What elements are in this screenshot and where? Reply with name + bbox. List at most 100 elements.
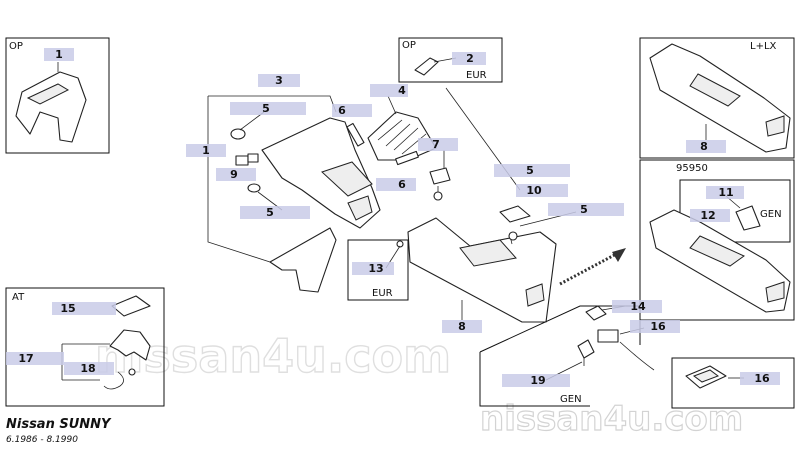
option-box-eur-label: EUR — [372, 288, 393, 299]
option-box-middle-top-note: EUR — [466, 70, 487, 81]
callout-3: 3 — [258, 74, 300, 87]
svg-text:14: 14 — [630, 300, 646, 313]
option-box-gen-bottom-note: GEN — [560, 394, 582, 405]
svg-text:3: 3 — [275, 74, 283, 87]
callout-13: 13 — [352, 262, 394, 275]
part-10-pad — [499, 205, 531, 223]
svg-text:1: 1 — [55, 48, 63, 61]
part-8-gen-tray — [689, 235, 745, 267]
svg-text:5: 5 — [526, 164, 534, 177]
callout-15: 15 — [52, 302, 116, 315]
part-8-gen-vent — [765, 281, 785, 303]
option-box-at — [5, 287, 165, 407]
svg-text:5: 5 — [262, 102, 270, 115]
svg-text:1: 1 — [202, 144, 210, 157]
callout-12: 12 — [690, 209, 730, 222]
callout-8-main: 8 — [442, 320, 482, 333]
svg-text:18: 18 — [80, 362, 95, 375]
option-box-middle-top-label: OP — [402, 40, 416, 51]
callout-11: 11 — [706, 186, 744, 199]
direction-arrowhead — [612, 248, 626, 262]
svg-text:19: 19 — [530, 374, 545, 387]
svg-text:15: 15 — [60, 302, 75, 315]
part-1-inner — [26, 83, 70, 105]
callout-5-c: 5 — [494, 164, 570, 177]
svg-text:2: 2 — [466, 52, 474, 65]
callout-17: 17 — [6, 352, 64, 365]
part-9-clip-b — [247, 153, 259, 163]
callout-1-main: 1 — [186, 144, 226, 157]
callout-9: 9 — [216, 168, 256, 181]
option-box-eur — [347, 239, 409, 301]
part-16-wire — [619, 341, 655, 371]
watermark-center: nissan4u.com — [95, 329, 451, 383]
part-5-screw-lower — [247, 183, 261, 193]
callout-10: 10 — [516, 184, 568, 197]
option-box-top-left — [5, 37, 110, 154]
part-6-strip-lower — [395, 150, 419, 166]
svg-text:10: 10 — [526, 184, 542, 197]
svg-text:7: 7 — [432, 138, 440, 151]
option-box-95950-code: 95950 — [676, 163, 708, 174]
part-16-switch — [597, 329, 619, 343]
option-box-gen-note: GEN — [760, 209, 782, 220]
part-1-console-top — [15, 71, 87, 143]
part-13-screw — [396, 240, 404, 248]
part-18-cable — [103, 371, 124, 390]
callout-16-b: 16 — [740, 372, 780, 385]
part-4-boot-ribs — [377, 119, 427, 155]
svg-text:4: 4 — [398, 84, 406, 97]
svg-text:8: 8 — [700, 140, 708, 153]
option-box-at-label: AT — [12, 292, 25, 303]
callout-6-a: 6 — [332, 104, 372, 117]
part-3-front-console — [261, 117, 381, 229]
callout-5-a: 5 — [230, 102, 306, 115]
callout-6-b: 6 — [376, 178, 416, 191]
part-8-ll-tray — [689, 73, 741, 107]
part-3-pocket — [347, 195, 373, 221]
callout-4: 4 — [370, 84, 408, 97]
callout-14: 14 — [612, 300, 662, 313]
option-box-95950 — [639, 159, 795, 321]
svg-text:16: 16 — [650, 320, 666, 333]
part-16-bottom-inner — [692, 369, 720, 383]
part-5-screw-head — [508, 231, 518, 241]
callout-5-b: 5 — [240, 206, 310, 219]
callout-18: 18 — [64, 362, 114, 375]
part-2-plug — [414, 57, 439, 76]
part-8-rear-vent — [525, 283, 545, 307]
part-3-tray — [321, 161, 373, 197]
svg-text:8: 8 — [458, 320, 466, 333]
svg-text:11: 11 — [718, 186, 733, 199]
footer-dates: 6.1986 - 8.1990 — [6, 435, 78, 445]
part-4-shift-boot — [367, 111, 437, 161]
callout-16: 16 — [630, 320, 680, 333]
svg-text:16: 16 — [754, 372, 770, 385]
svg-text:6: 6 — [338, 104, 346, 117]
option-box-top-left-label: OP — [9, 41, 23, 52]
callout-19: 19 — [502, 374, 570, 387]
part-8-tray — [459, 239, 517, 267]
callout-8-ll: 8 — [686, 140, 726, 153]
part-7-cap — [429, 167, 451, 185]
part-12-plate — [735, 205, 761, 231]
watermark-bottom: nissan4u.com — [480, 399, 743, 439]
option-box-top-right-label: L+LX — [750, 41, 777, 52]
option-box-bottom-right — [671, 357, 795, 409]
option-box-top-right — [639, 37, 795, 159]
svg-text:5: 5 — [266, 206, 274, 219]
svg-text:17: 17 — [18, 352, 33, 365]
part-9-clip — [235, 155, 249, 166]
part-5-clip-upper — [230, 128, 246, 140]
part-17-bracket — [109, 329, 151, 361]
part-8-rear-console — [407, 217, 557, 323]
part-18-bulb — [128, 368, 136, 376]
option-box-gen-bottom — [479, 305, 641, 407]
part-15-plate — [111, 295, 151, 317]
footer-model: Nissan SUNNY — [6, 417, 112, 432]
part-8-ll-vent — [765, 115, 785, 137]
svg-text:5: 5 — [580, 203, 588, 216]
callout-2: 2 — [452, 52, 486, 65]
